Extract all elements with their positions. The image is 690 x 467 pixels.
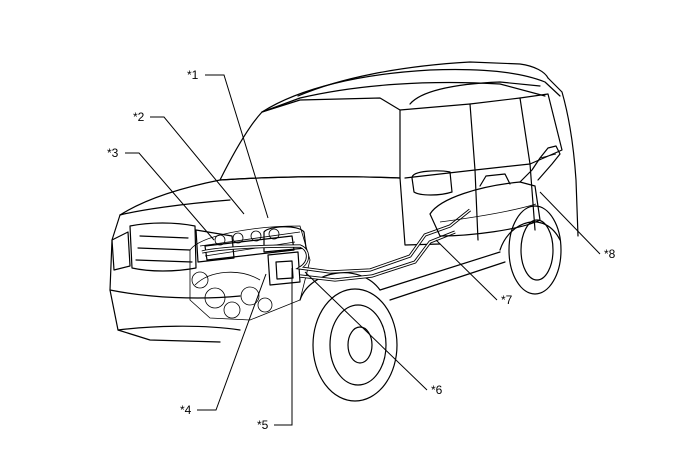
callout-label-7: *7	[501, 293, 513, 307]
callout-label-4: *4	[180, 403, 192, 417]
fuel-tank	[429, 145, 561, 237]
callout-label-5: *5	[257, 418, 269, 432]
callout-label-2: *2	[133, 110, 145, 124]
callout-labels: *1 *2 *3 *4 *5 *6 *7 *8	[107, 68, 616, 432]
callout-label-1: *1	[187, 68, 199, 82]
leader-lines	[125, 74, 601, 426]
callout-label-3: *3	[107, 146, 119, 160]
callout-label-8: *8	[604, 247, 616, 261]
fuel-line	[201, 208, 471, 282]
vehicle-outline	[109, 61, 579, 402]
engine-assembly	[189, 225, 311, 321]
callout-label-6: *6	[431, 383, 443, 397]
